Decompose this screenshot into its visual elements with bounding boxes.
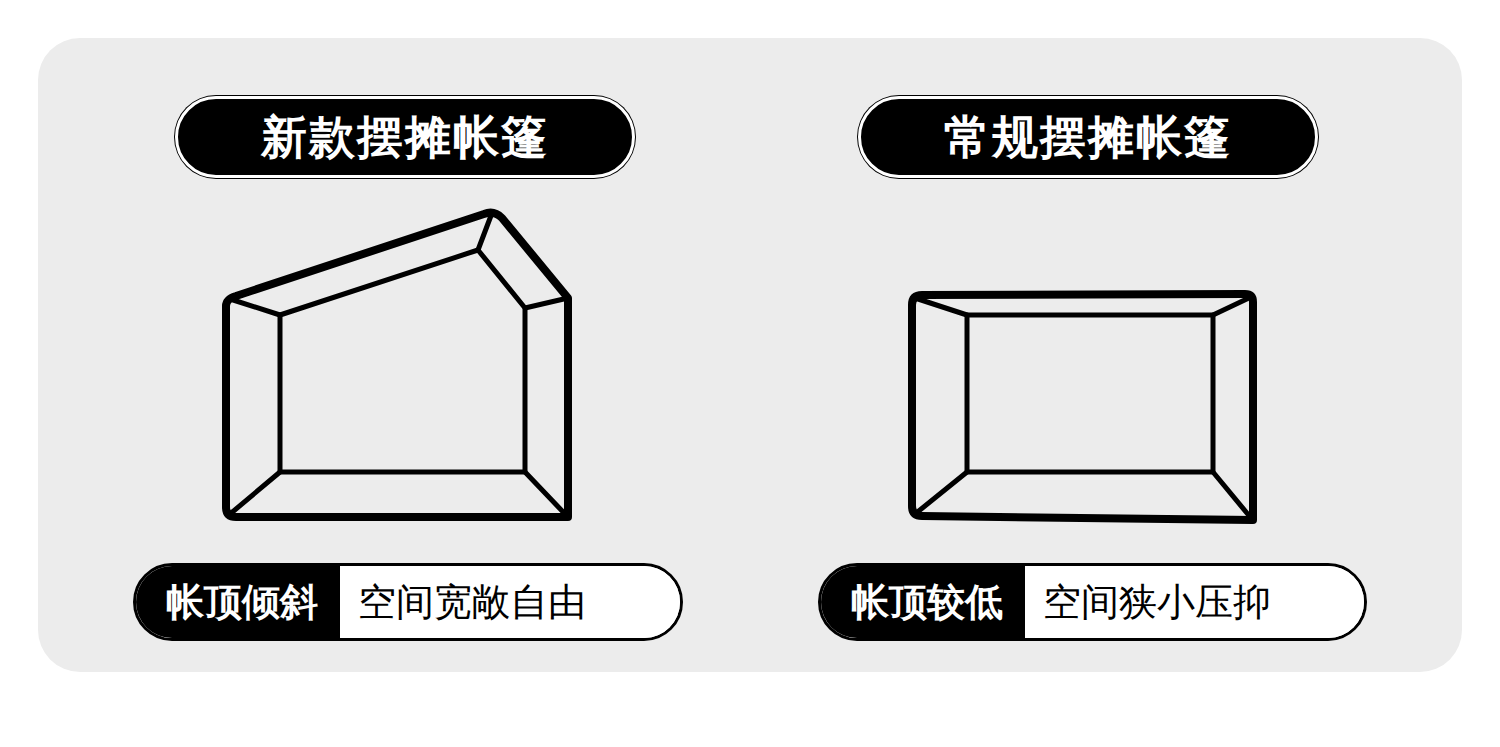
feature-label: 帐顶较低 (821, 566, 1025, 638)
effect-label: 空间宽敞自由 (340, 566, 680, 638)
title-pill: 常规摆摊帐篷 (858, 96, 1318, 178)
title-text: 新款摆摊帐篷 (261, 114, 549, 160)
feature-label: 帐顶倾斜 (136, 566, 340, 638)
comparison-tag: 帐顶较低空间狭小压抑 (818, 563, 1367, 641)
title-pill: 新款摆摊帐篷 (175, 96, 635, 178)
title-text: 常规摆摊帐篷 (944, 114, 1232, 160)
new-tent-frame (226, 213, 568, 517)
regular-tent-frame (912, 294, 1253, 520)
comparison-tag: 帐顶倾斜空间宽敞自由 (133, 563, 683, 641)
effect-label: 空间狭小压抑 (1025, 566, 1364, 638)
